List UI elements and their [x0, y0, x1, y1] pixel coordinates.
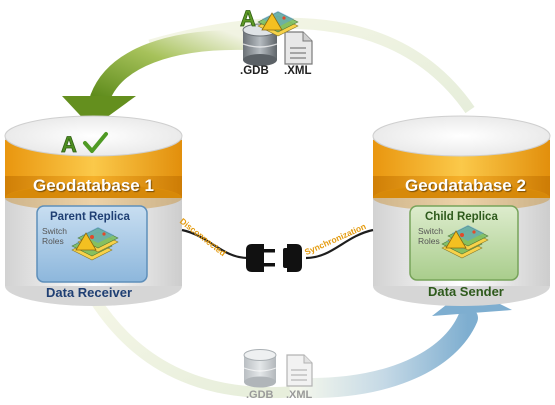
- top-document-icon: [284, 31, 313, 65]
- switch-roles-label-1: Switch Roles: [42, 226, 67, 246]
- child-replica-panel: [409, 205, 519, 281]
- parent-replica-label: Parent Replica: [50, 211, 130, 223]
- top-gdb-label: .GDB: [240, 65, 269, 77]
- data-receiver-label: Data Receiver: [46, 285, 132, 300]
- bottom-gdb-label: .GDB: [246, 389, 274, 401]
- roles-text: Roles: [418, 236, 440, 246]
- green-arrow: [62, 29, 258, 128]
- bottom-document-icon: [286, 354, 313, 387]
- switch-text: Switch: [42, 226, 68, 236]
- top-database-icon: [242, 23, 278, 66]
- roles-text: Roles: [42, 236, 64, 246]
- geodatabase-2-title: Geodatabase 2: [405, 176, 526, 195]
- warning-triangle-icon: [75, 232, 97, 251]
- svg-text:A: A: [61, 132, 77, 157]
- child-replica-label: Child Replica: [425, 211, 498, 223]
- letter-a-icon: A: [61, 132, 78, 158]
- socket-icon: [283, 244, 302, 272]
- top-map-layers-icon: A: [240, 6, 299, 37]
- top-xml-label: .XML: [284, 65, 312, 77]
- data-sender-label: Data Sender: [428, 284, 504, 299]
- flow-ring-lower-left: [90, 297, 291, 399]
- geodatabase-1-title: Geodatabase 1: [33, 176, 154, 195]
- svg-text:A: A: [240, 6, 256, 31]
- connection-wires: [181, 228, 374, 260]
- bottom-xml-label: .XML: [286, 389, 313, 401]
- parent-replica-panel: [36, 205, 148, 283]
- warning-triangle-icon: [445, 230, 467, 249]
- bottom-database-icon: [243, 349, 277, 388]
- switch-roles-label-2: Switch Roles: [418, 226, 443, 246]
- plug-icon: [246, 244, 275, 272]
- geodatabase-2-cylinder: [372, 115, 551, 306]
- check-icon: [83, 132, 108, 153]
- switch-text: Switch: [418, 226, 444, 236]
